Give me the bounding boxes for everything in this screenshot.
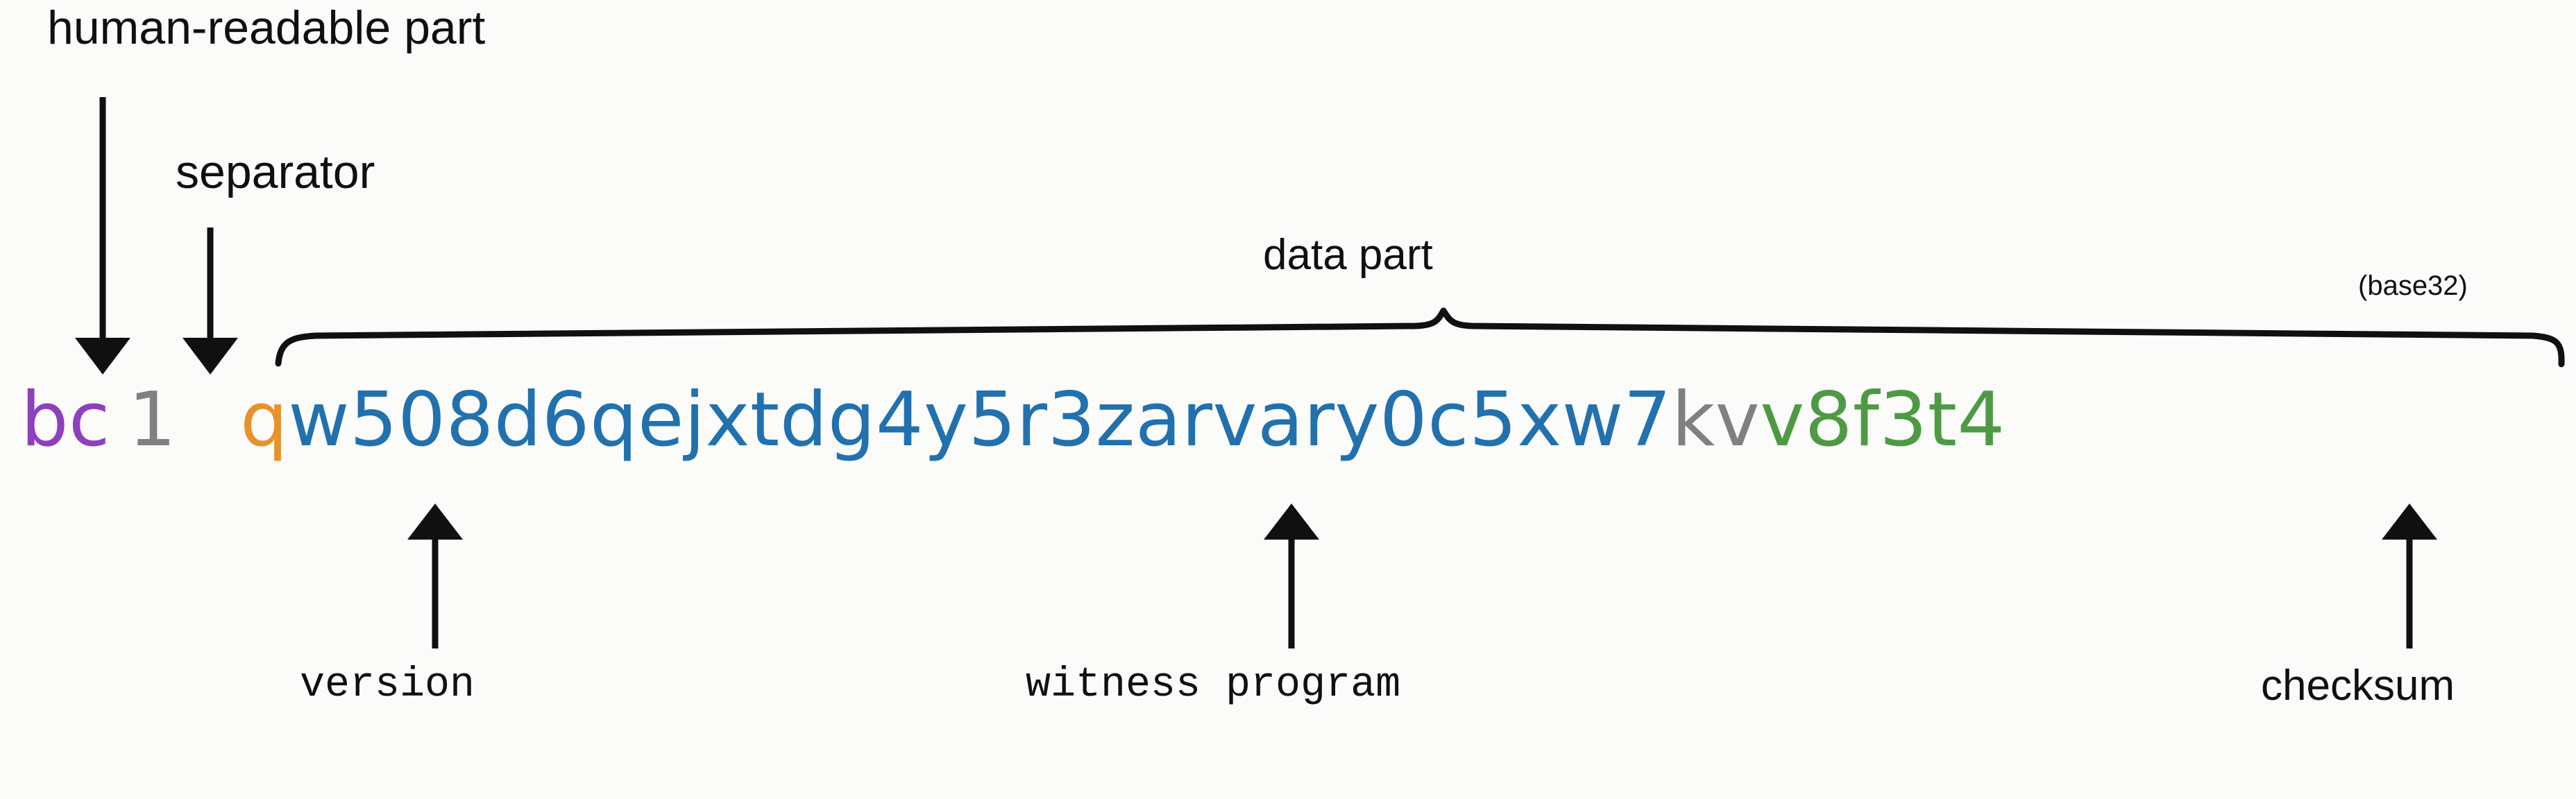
label-checksum: checksum (2261, 662, 2455, 710)
address-segment-human-readable-part: bc (21, 377, 110, 463)
arrow-version-icon (407, 504, 463, 648)
arrow-human-readable-part-icon (75, 97, 130, 375)
arrow-checksum-icon (2382, 504, 2437, 648)
label-witness-program: witness program (1026, 662, 1401, 709)
address-segment-witness-version: q (240, 377, 289, 463)
label-base32-note: (base32) (2358, 270, 2468, 301)
label-data-part: data part (1263, 231, 1433, 279)
arrow-separator-icon (183, 227, 238, 375)
address-segment-witness-program: w508d6qejxtdg4y5r3zarvary0c5xw7 (288, 377, 1672, 463)
label-human-readable-part: human-readable part (47, 1, 486, 54)
data-part-brace-icon (275, 307, 2565, 368)
address-segment-checksum: v8f3t4 (1760, 377, 2006, 463)
address-segment-separator: 1 (128, 377, 177, 463)
label-separator: separator (176, 146, 375, 198)
bech32-address[interactable]: bc 1 q w508d6qejxtdg4y5r3zarvary0c5xw7 k… (21, 383, 2006, 487)
arrow-witness-program-icon (1264, 504, 1319, 648)
label-version: version (300, 662, 475, 709)
address-segment-padding: kv (1671, 377, 1761, 463)
